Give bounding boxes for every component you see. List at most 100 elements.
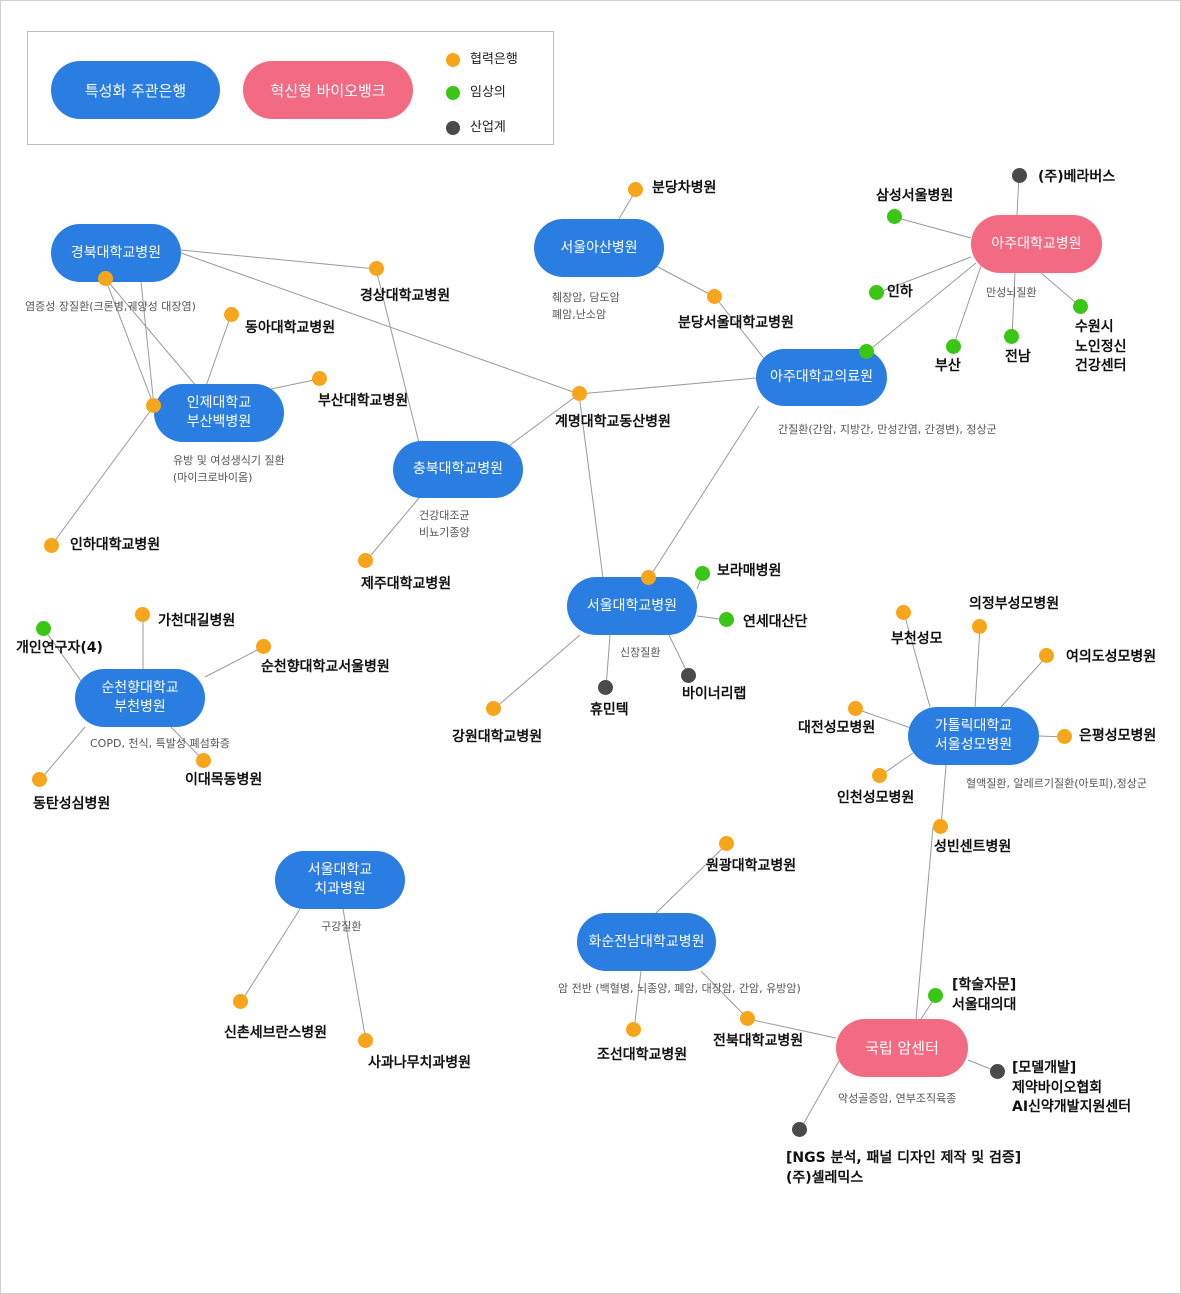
hub-chungbuk: 충북대학교병원 [393, 441, 523, 498]
dot-chonbuk [740, 1011, 755, 1026]
dark-dot-icon [446, 120, 460, 135]
connection-line [876, 256, 972, 294]
legend-bio-swatch: 혁신형 바이오뱅크 [243, 61, 413, 119]
label-ewha: 이대목동병원 [185, 772, 263, 788]
connection-line [204, 646, 264, 678]
note-soonchunhyang: COPD, 천식, 특발성 폐섬화증 [90, 737, 231, 750]
hub-chonnam: 화순전남대학교병원 [577, 913, 716, 971]
legend-industry-label: 산업계 [470, 120, 506, 135]
label-severance: 신촌세브란스병원 [224, 1025, 328, 1041]
label-yeouido: 여의도성모병원 [1066, 649, 1157, 665]
connection-line [747, 1018, 837, 1039]
connection-line [270, 378, 320, 390]
connection-line [648, 405, 760, 579]
note-ajou-bio: 만성뇌질환 [986, 286, 1037, 299]
dot-jeonnam [1004, 329, 1019, 344]
label-jeju: 제주대학교병원 [361, 576, 452, 592]
dot-jeju [358, 553, 373, 568]
connection-line [39, 726, 86, 781]
label-incheon: 인천성모병원 [837, 790, 915, 806]
label-model: [모델개발] 제약바이오협회 AI신약개발지원센터 [1012, 1060, 1132, 1116]
connection-line [974, 626, 981, 708]
connection-line [578, 377, 757, 395]
hub-inje: 인제대학교 부산백병원 [154, 384, 284, 442]
legend: 특성화 주관은행 혁신형 바이오뱅크 협력은행 임상의 산업계 [27, 31, 554, 145]
dot-apple [358, 1033, 373, 1048]
bio-ncc: 국립 암센터 [836, 1019, 968, 1077]
connection-line [799, 1060, 840, 1131]
dot-model [990, 1064, 1005, 1079]
dot-celemics [792, 1122, 807, 1137]
connection-line [140, 281, 155, 407]
label-humintech: 휴민텍 [590, 702, 629, 718]
green-dot-icon [446, 85, 460, 100]
connection-line [633, 970, 642, 1031]
dot-bucheon [896, 605, 911, 620]
connection-line [655, 843, 728, 914]
note-inje: 유방 및 여성생식기 질환 (마이크로바이옴) [173, 454, 285, 485]
connection-line [505, 393, 580, 449]
dot-inje [146, 398, 161, 413]
label-inha-hosp: 인하대학교병원 [70, 537, 161, 553]
connection-line [342, 908, 367, 1042]
connection-line [493, 634, 581, 710]
connection-line [915, 826, 934, 1020]
label-bundang-snu: 분당서울대학교병원 [678, 315, 794, 331]
dot-binary [681, 668, 696, 683]
connection-line [365, 497, 420, 562]
label-samsung: 삼성서울병원 [876, 188, 954, 204]
label-wonkwang: 원광대학교병원 [706, 858, 797, 874]
note-catholic: 혈액질환, 알레르기질환(아토피),정상군 [966, 777, 1147, 790]
connection-line [952, 265, 982, 348]
label-sch-seoul: 순천향대학교서울병원 [261, 659, 390, 675]
hub-asan: 서울아산병원 [534, 219, 664, 277]
label-apple: 사과나무치과병원 [368, 1055, 472, 1071]
dot-yeouido [1039, 648, 1054, 663]
dot-inha-hosp [44, 538, 59, 553]
dot-stvincent [933, 819, 948, 834]
dot-boramae [695, 566, 710, 581]
dot-bundang-snu [707, 289, 722, 304]
label-bucheon: 부천성모 [891, 631, 943, 647]
connection-line [714, 296, 767, 362]
note-snuh: 신장질환 [620, 646, 661, 659]
dot-humintech [598, 680, 613, 695]
dot-personal [36, 621, 51, 636]
connection-line [180, 249, 377, 270]
label-stvincent: 성빈센트병원 [934, 839, 1012, 855]
legend-coop: 협력은행 [446, 48, 518, 67]
legend-coop-label: 협력은행 [470, 52, 518, 67]
label-boramae: 보라매병원 [717, 563, 782, 579]
dot-busan2 [946, 339, 961, 354]
dot-kyungpook [98, 271, 113, 286]
connection-line [855, 708, 912, 729]
connection-line [1000, 655, 1048, 708]
dot-snuh [641, 570, 656, 585]
connection-line [578, 393, 604, 579]
connection-line [375, 268, 420, 444]
label-keimyung: 계명대학교동산병원 [555, 414, 671, 430]
legend-hub-swatch: 특성화 주관은행 [51, 61, 220, 119]
label-advisor: [학술자문] 서울대의대 [952, 977, 1017, 1013]
dot-bundang-cha [628, 182, 643, 197]
note-chonnam: 암 전반 (백혈병, 뇌종양, 폐암, 대장암, 간암, 유방암) [558, 982, 801, 995]
dot-severance [233, 994, 248, 1009]
hub-snu-dental: 서울대학교 치과병원 [275, 851, 405, 909]
note-ncc: 악성골증암, 연부조직육종 [838, 1092, 957, 1105]
label-personal: 개인연구자(4) [16, 640, 103, 656]
label-binary: 바이너리랩 [682, 686, 747, 702]
legend-clinic: 임상의 [446, 81, 506, 100]
label-donga: 동아대학교병원 [245, 320, 336, 336]
dot-advisor [928, 988, 943, 1003]
dot-sch-seoul [256, 639, 271, 654]
connection-line [940, 764, 947, 828]
label-chonbuk: 전북대학교병원 [713, 1033, 804, 1049]
legend-industry: 산업계 [446, 116, 506, 135]
hub-soonchunhyang: 순천향대학교 부천병원 [75, 669, 205, 727]
dot-kangwon [486, 701, 501, 716]
label-eunpyeong: 은평성모병원 [1079, 728, 1157, 744]
legend-clinic-label: 임상의 [470, 85, 506, 100]
label-busan2: 부산 [935, 358, 961, 374]
connection-line [43, 628, 82, 682]
